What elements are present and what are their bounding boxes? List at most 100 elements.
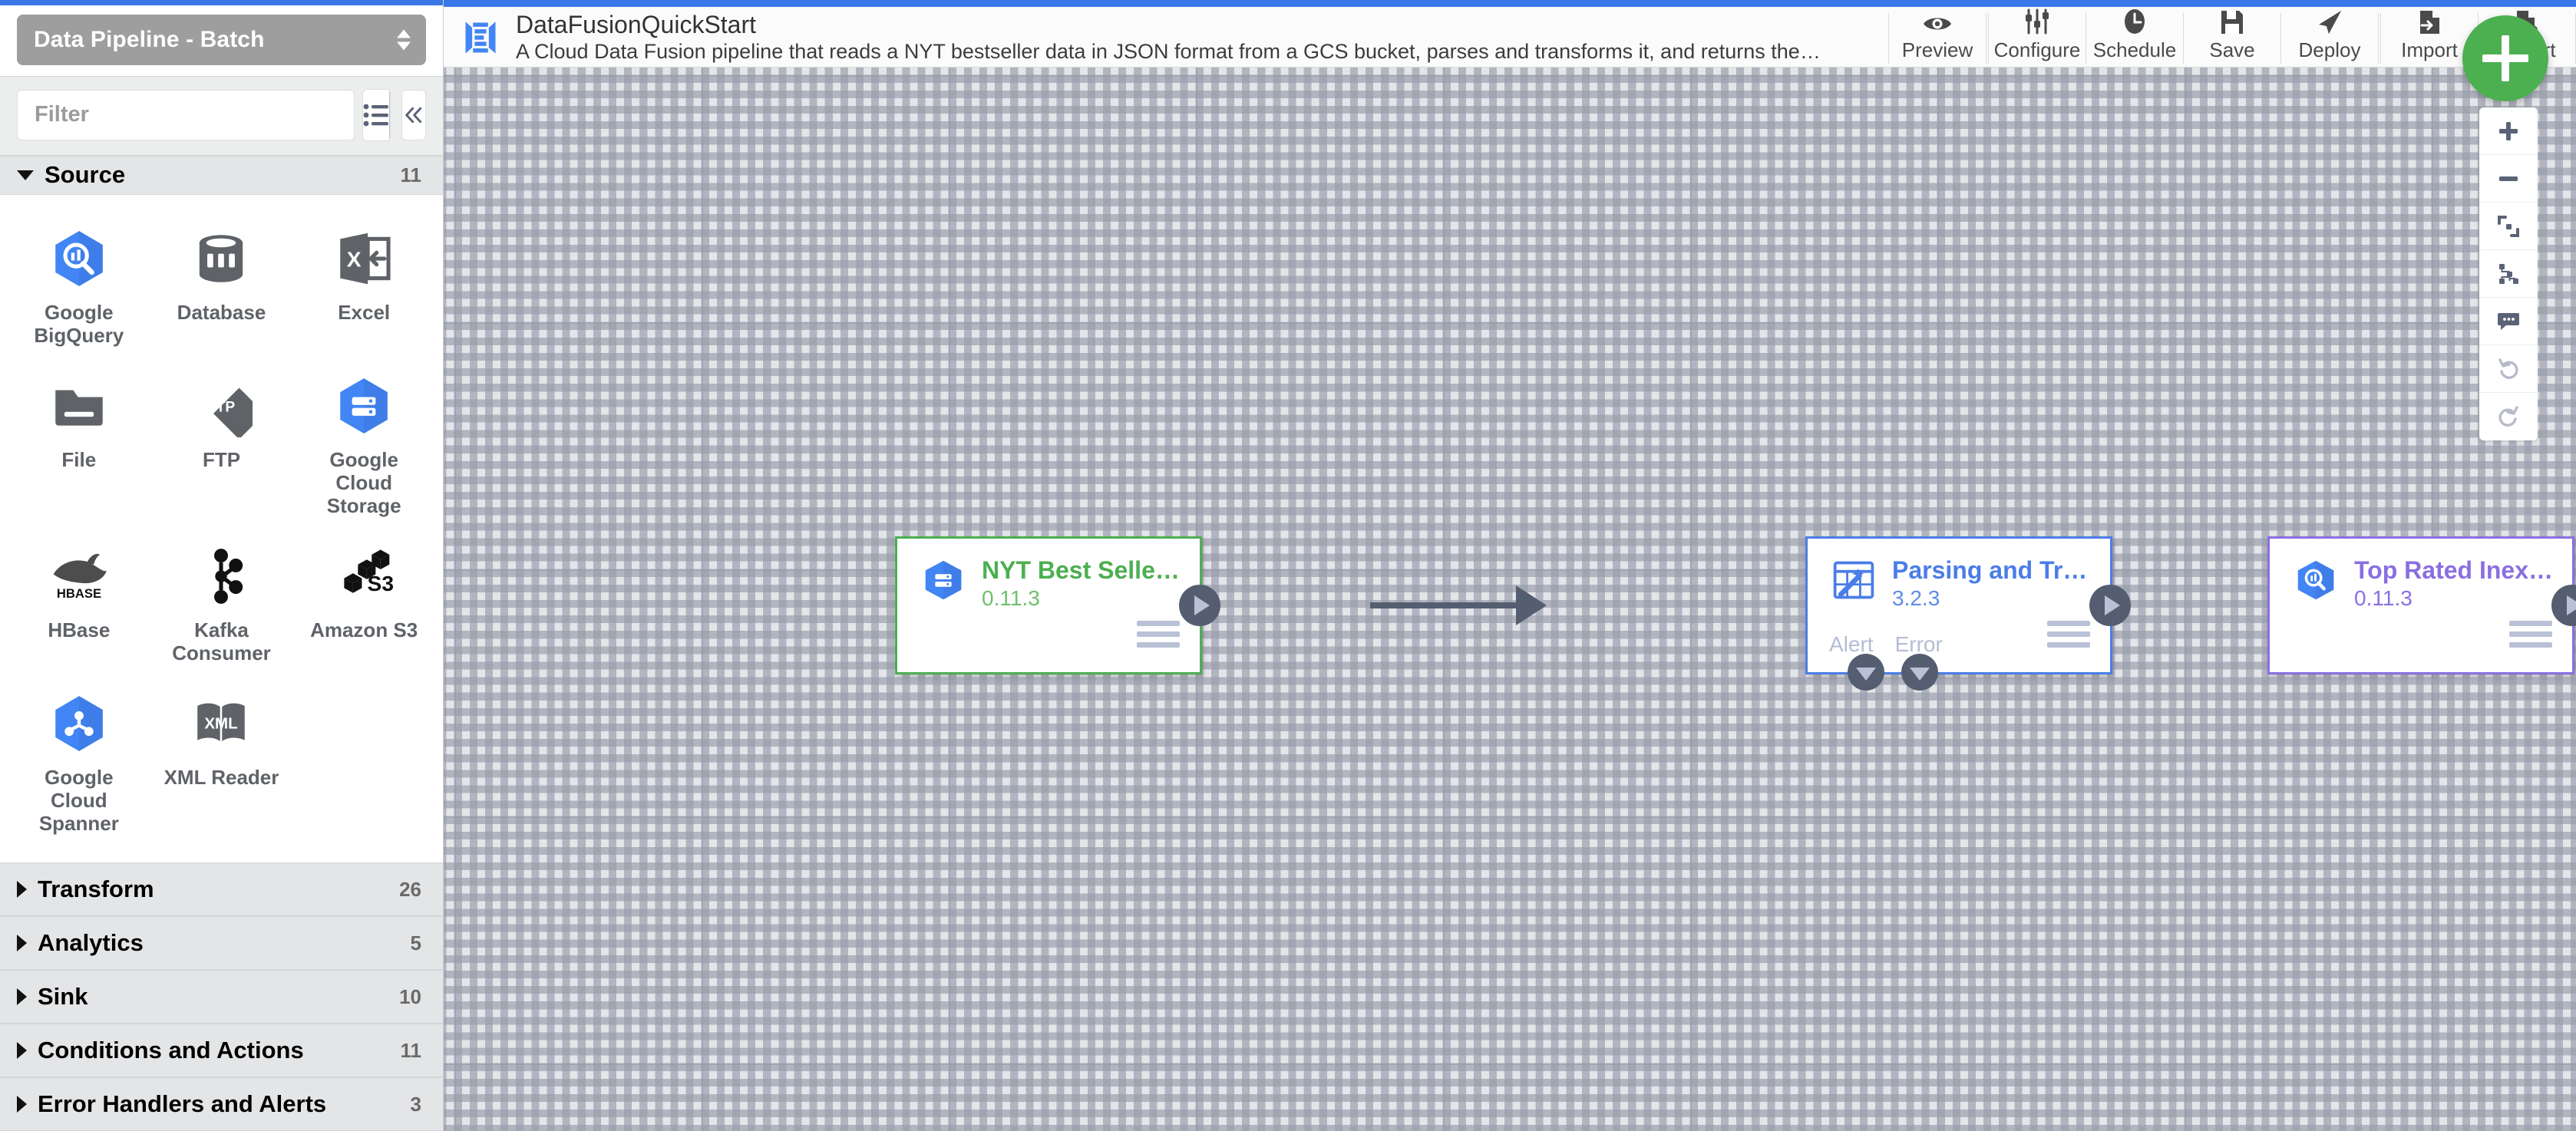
floppy-disk-icon	[2220, 7, 2244, 35]
node-version: 0.11.3	[2354, 586, 2413, 610]
node-text: Top Rated Inex… 0.11.3	[2354, 556, 2553, 612]
sidebar-filter-row	[0, 76, 443, 156]
plugin-item[interactable]: HBASE HBase	[8, 533, 150, 672]
amazon-s3-icon: S3	[331, 543, 397, 609]
node-name: Parsing and Tr…	[1892, 556, 2088, 584]
list-view-icon	[363, 104, 388, 126]
zoom-in-button[interactable]	[2479, 107, 2538, 155]
plugin-label: Google BigQuery	[34, 301, 124, 347]
plugin-item[interactable]: S3 Amazon S3	[292, 533, 435, 672]
node-output-port[interactable]	[2089, 585, 2131, 626]
auto-align-button[interactable]	[2479, 250, 2538, 298]
plugin-label: Kafka Consumer	[172, 618, 271, 664]
plugin-item[interactable]: X Excel	[292, 215, 435, 354]
collapse-sidebar-button[interactable]	[401, 89, 426, 140]
sidebar-group-error-handlers-and-alerts[interactable]: Error Handlers and Alerts 3	[0, 1077, 443, 1131]
google-bigquery-icon	[2291, 556, 2340, 605]
node-header: Top Rated Inex… 0.11.3	[2270, 539, 2572, 612]
group-name: Analytics	[38, 929, 144, 956]
plugin-label: FTP	[202, 448, 241, 471]
pipeline-type-select[interactable]: Data Pipeline - Batch	[17, 14, 426, 65]
plugin-item[interactable]: File	[8, 362, 150, 525]
svg-text:X: X	[347, 246, 362, 271]
plugin-label: Amazon S3	[310, 618, 418, 641]
schedule-button[interactable]: Schedule	[2086, 7, 2183, 67]
caret-right-icon	[17, 1096, 27, 1113]
redo-button[interactable]	[2479, 393, 2538, 440]
node-text: Parsing and Tr… 3.2.3	[1892, 556, 2087, 612]
plugin-item[interactable]: Google Cloud Spanner	[8, 680, 150, 842]
group-count: 10	[399, 984, 421, 1008]
plugin-label: XML Reader	[163, 766, 279, 789]
pipeline-node-transform[interactable]: Parsing and Tr… 3.2.3 Alert Error	[1805, 536, 2131, 691]
group-count: 26	[399, 877, 421, 901]
sidebar-group-analytics[interactable]: Analytics 5	[0, 916, 443, 970]
group-count: 3	[410, 1092, 421, 1116]
zoom-out-button[interactable]	[2479, 155, 2538, 203]
pipeline-identity: DataFusionQuickStart A Cloud Data Fusion…	[444, 0, 1888, 67]
connection-edge[interactable]	[1370, 602, 1525, 608]
kafka-icon	[188, 543, 254, 609]
grid-view-button[interactable]	[389, 89, 390, 140]
plugin-item[interactable]: Google BigQuery	[8, 215, 150, 354]
canvas-controls	[2479, 107, 2538, 440]
plugin-label: Google Cloud Storage	[326, 448, 401, 517]
pipeline-node-source[interactable]: NYT Best Selle… 0.11.3	[895, 536, 1220, 674]
node-output-port[interactable]	[1179, 585, 1220, 626]
group-name: Sink	[38, 983, 88, 1010]
comments-button[interactable]	[2479, 298, 2538, 345]
plugin-label: File	[61, 448, 97, 471]
error-port-label: Error	[1894, 632, 1943, 656]
undo-button[interactable]	[2479, 345, 2538, 393]
node-menu-button[interactable]	[1137, 621, 1180, 648]
pipeline-description[interactable]: A Cloud Data Fusion pipeline that reads …	[516, 40, 1821, 63]
deploy-button[interactable]: Deploy	[2281, 7, 2378, 67]
plugin-grid: Google BigQuery Database	[0, 195, 443, 862]
google-cloud-storage-icon	[331, 373, 397, 439]
node-error-port[interactable]	[1901, 654, 1938, 691]
zoom-out-icon	[2499, 176, 2518, 181]
connection-arrowhead	[1516, 585, 1547, 625]
configure-button[interactable]: Configure	[1989, 7, 2086, 67]
save-button[interactable]: Save	[2184, 7, 2280, 67]
sidebar-group-source[interactable]: Source 11	[0, 155, 443, 195]
svg-text:FTP: FTP	[207, 400, 235, 416]
plugin-item[interactable]: Database	[150, 215, 293, 354]
pipeline-node-sink[interactable]: Top Rated Inex… 0.11.3	[2267, 536, 2576, 674]
plugin-item[interactable]: FTP FTP	[150, 362, 293, 525]
undo-icon	[2498, 358, 2518, 379]
plugin-item[interactable]: Google Cloud Storage	[292, 362, 435, 525]
import-button[interactable]: Import	[2381, 7, 2478, 67]
comment-icon	[2498, 312, 2519, 330]
svg-text:S3: S3	[368, 571, 394, 595]
plugin-item[interactable]: Kafka Consumer	[150, 533, 293, 672]
node-alert-port[interactable]	[1848, 654, 1884, 691]
pipeline-title[interactable]: DataFusionQuickStart	[516, 11, 757, 38]
cdap-pipeline-logo-icon	[459, 16, 502, 59]
sidebar-group-conditions-and-actions[interactable]: Conditions and Actions 11	[0, 1024, 443, 1077]
alert-port-label: Alert	[1829, 632, 1874, 656]
plugin-label: Google Cloud Spanner	[38, 766, 119, 835]
auto-align-icon	[2499, 263, 2518, 284]
zoom-in-icon	[2499, 121, 2518, 140]
fit-to-screen-icon	[2498, 215, 2519, 237]
sidebar-group-sink[interactable]: Sink 10	[0, 970, 443, 1024]
node-menu-button[interactable]	[2047, 621, 2090, 648]
redo-icon	[2498, 406, 2518, 427]
list-view-button[interactable]	[363, 89, 389, 140]
pipeline-type-select-wrap: Data Pipeline - Batch	[0, 5, 443, 77]
filter-input[interactable]	[17, 89, 355, 140]
plugin-item[interactable]: XML XML Reader	[150, 680, 293, 842]
preview-button[interactable]: Preview	[1889, 7, 1986, 67]
caret-right-icon	[17, 881, 27, 898]
sliders-icon	[2023, 7, 2051, 35]
fit-to-screen-button[interactable]	[2479, 203, 2538, 250]
group-name: Error Handlers and Alerts	[38, 1090, 327, 1117]
sidebar-group-transform[interactable]: Transform 26	[0, 862, 443, 916]
add-node-button[interactable]	[2462, 15, 2548, 101]
node-menu-button[interactable]	[2509, 621, 2552, 648]
node-header: Parsing and Tr… 3.2.3	[1808, 539, 2110, 612]
node-version: 0.11.3	[982, 586, 1040, 610]
view-toggle	[362, 88, 391, 141]
pipeline-canvas[interactable]: NYT Best Selle… 0.11.3	[444, 68, 2576, 1131]
